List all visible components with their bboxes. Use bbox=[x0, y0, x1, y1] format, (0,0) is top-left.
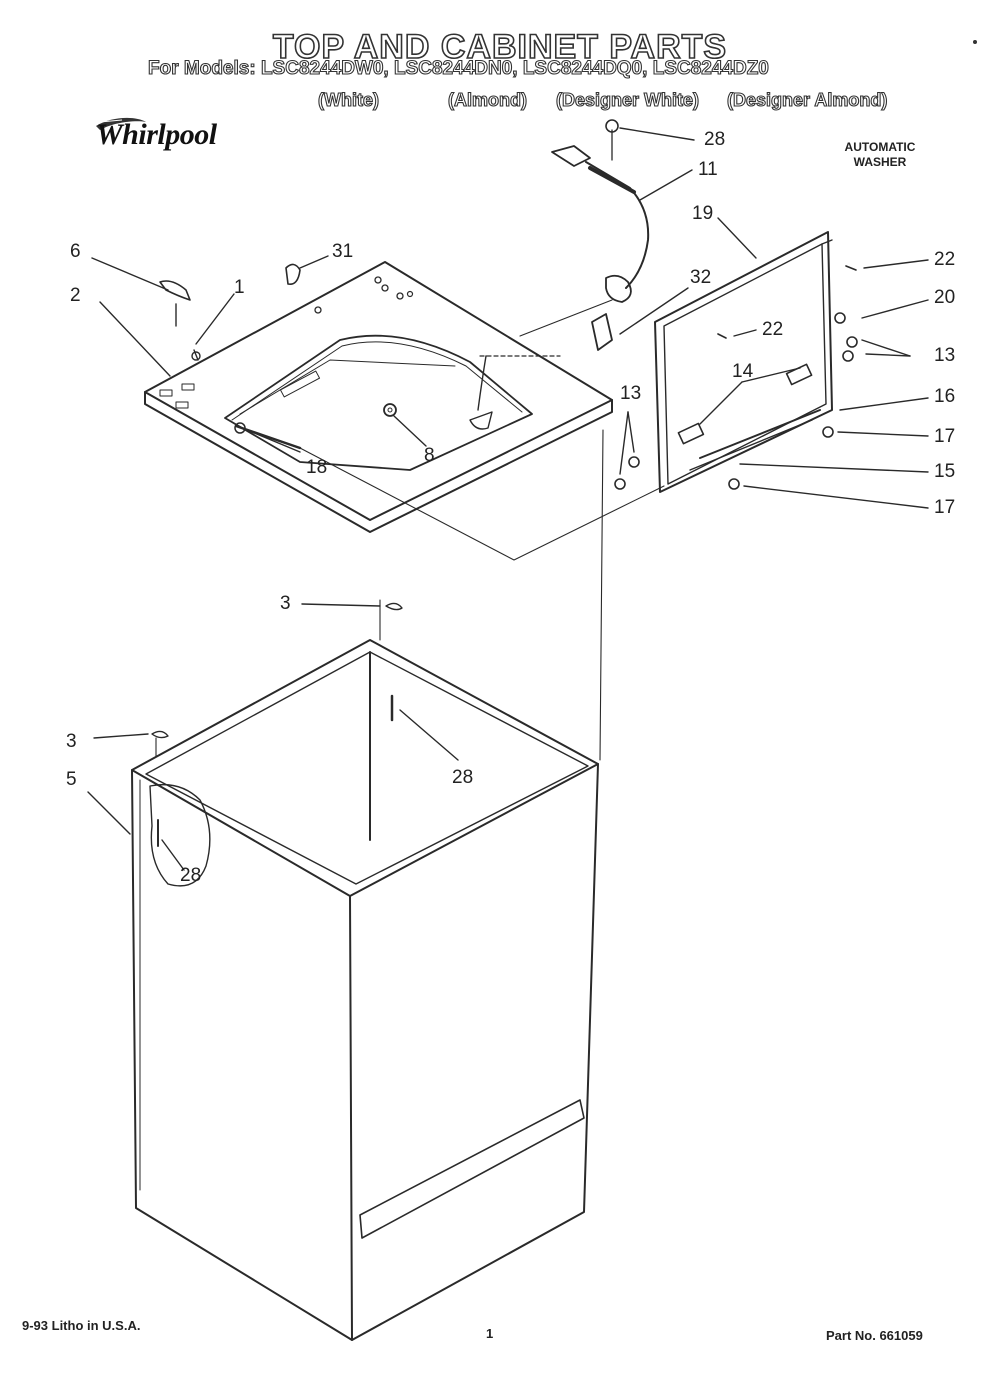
leader-lines bbox=[87, 127, 929, 871]
color-designer-white: (Designer White) bbox=[555, 89, 700, 110]
lid-rod bbox=[234, 422, 302, 450]
color-designer-almond: (Designer Almond) bbox=[726, 89, 888, 110]
page-title: TOP AND CABINET PARTS bbox=[272, 27, 728, 67]
callout-15: 15 bbox=[934, 461, 956, 482]
washer-cabinet bbox=[131, 602, 599, 1341]
corner-mark bbox=[973, 40, 977, 44]
callout-31: 31 bbox=[332, 241, 354, 262]
callout-32: 32 bbox=[690, 267, 712, 288]
callout-8: 8 bbox=[424, 445, 435, 466]
callout-17-b: 17 bbox=[934, 497, 956, 518]
callout-22-right: 22 bbox=[934, 249, 956, 270]
product-line-1: AUTOMATIC bbox=[844, 140, 916, 154]
top-panel bbox=[144, 261, 613, 533]
callout-2: 2 bbox=[70, 285, 81, 306]
lid-switch bbox=[469, 313, 613, 430]
callout-11: 11 bbox=[698, 159, 718, 180]
callout-14: 14 bbox=[732, 361, 754, 382]
part-number: Part No. 661059 bbox=[826, 1328, 923, 1343]
callout-13-right: 13 bbox=[934, 345, 956, 366]
callout-19: 19 bbox=[692, 203, 714, 224]
models-line: For Models: LSC8244DW0, LSC8244DN0, LSC8… bbox=[147, 57, 769, 79]
grommet-part bbox=[383, 403, 397, 417]
top-screws bbox=[159, 119, 619, 361]
callout-28-top: 28 bbox=[704, 129, 726, 150]
callout-6: 6 bbox=[70, 241, 81, 262]
callout-17-a: 17 bbox=[934, 426, 956, 447]
litho-note: 9-93 Litho in U.S.A. bbox=[22, 1318, 141, 1333]
callout-20: 20 bbox=[934, 287, 956, 308]
callout-3-upper: 3 bbox=[280, 593, 291, 614]
callout-22-mid: 22 bbox=[762, 319, 784, 340]
callout-3-lower: 3 bbox=[66, 731, 77, 752]
product-type: AUTOMATIC WASHER bbox=[810, 140, 950, 170]
callout-5: 5 bbox=[66, 769, 77, 790]
callout-18: 18 bbox=[306, 457, 328, 478]
callout-13-left: 13 bbox=[620, 383, 642, 404]
color-almond: (Almond) bbox=[447, 89, 527, 110]
product-line-2: WASHER bbox=[853, 155, 907, 169]
brand-logo-text: Whirlpool bbox=[96, 118, 217, 151]
page-number: 1 bbox=[486, 1326, 494, 1341]
callout-28-mid: 28 bbox=[452, 767, 474, 788]
callout-28-low: 28 bbox=[180, 865, 202, 886]
wire-harness bbox=[551, 129, 650, 303]
whirlpool-logo-swoosh bbox=[96, 117, 146, 130]
callout-1: 1 bbox=[234, 277, 245, 298]
callout-16: 16 bbox=[934, 386, 956, 407]
color-white: (White) bbox=[317, 89, 379, 110]
